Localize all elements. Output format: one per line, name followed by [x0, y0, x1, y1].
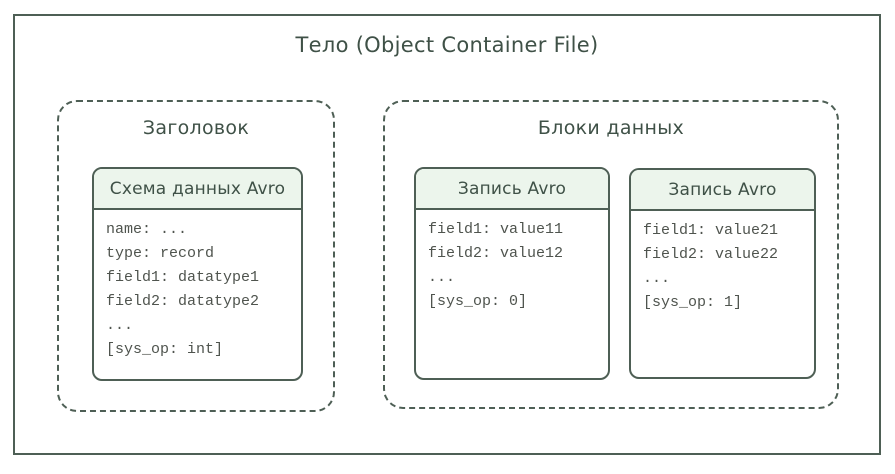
avro-record-card-1-header: Запись Avro: [416, 169, 608, 210]
object-container-file-frame: Тело (Object Container File) Заголовок С…: [13, 14, 881, 455]
avro-record-card-1: Запись Avro field1: value11 field2: value…: [414, 167, 610, 380]
code-line: name: ...: [106, 221, 188, 238]
code-line: field1: datatype1: [106, 269, 260, 286]
header-section-title: Заголовок: [142, 117, 250, 139]
avro-record-card-2: Запись Avro field1: value21 field2: value…: [629, 168, 816, 379]
code-line: field1: value11: [428, 221, 564, 238]
data-blocks-section-title: Блоки данных: [537, 117, 685, 139]
avro-record-card-2-body: field1: value21 field2: value22... [sys_op…: [631, 211, 814, 377]
code-line: [sys_op: 0]: [428, 293, 528, 310]
code-line: field2: value12: [428, 245, 564, 262]
code-line: field2: value22: [643, 246, 779, 263]
avro-record-card-1-title: Запись Avro: [457, 178, 567, 199]
code-line: field1: value21: [643, 222, 779, 239]
avro-schema-card-title: Схема данных Avro: [109, 178, 286, 199]
code-line: type: record: [106, 245, 215, 262]
avro-record-card-1-body: field1: value11 field2: value12... [sys_op…: [416, 210, 608, 378]
code-line: ...: [428, 269, 456, 286]
code-line: ...: [106, 317, 134, 334]
data-blocks-section: Блоки данных Запись Avro field1: value11…: [383, 100, 839, 409]
code-line: field2: datatype2: [106, 293, 260, 310]
avro-record-card-2-header: Запись Avro: [631, 170, 814, 211]
diagram-title: Тело (Object Container File): [295, 33, 599, 57]
avro-schema-card-header: Схема данных Avro: [94, 169, 301, 210]
avro-schema-card-body: name: ... type: record field1: datatype1 fi…: [94, 210, 301, 379]
code-line: ...: [643, 270, 671, 287]
header-section: Заголовок Схема данных Avro name: ... typ…: [57, 100, 335, 412]
avro-schema-card: Схема данных Avro name: ... type: record f…: [92, 167, 303, 381]
code-line: [sys_op: 1]: [643, 294, 743, 311]
code-line: [sys_op: int]: [106, 341, 224, 358]
avro-record-card-2-title: Запись Avro: [668, 179, 777, 200]
